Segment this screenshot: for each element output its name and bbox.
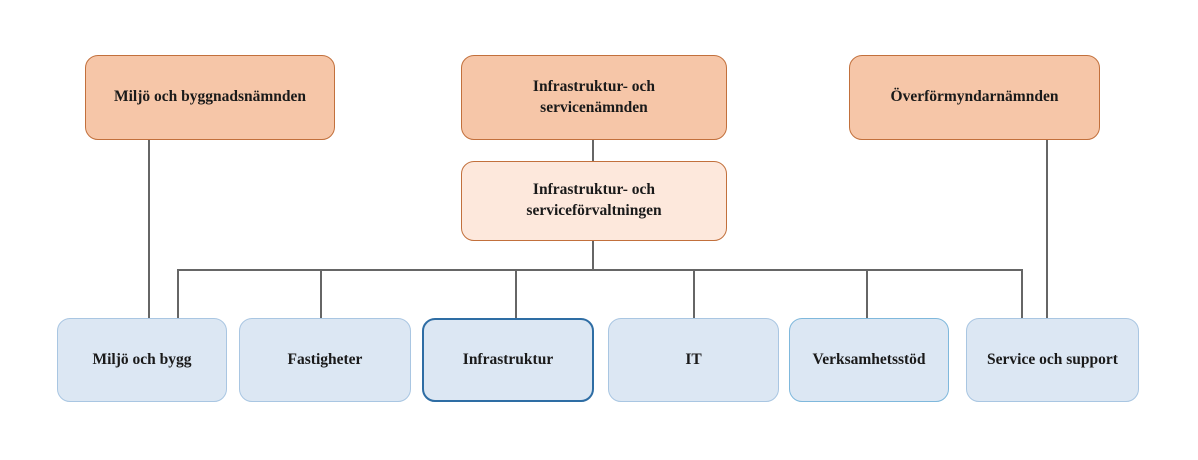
connector-miljonamnd-to-miljobygg <box>148 139 151 319</box>
node-miljo-och-byggnadsnamnden[interactable]: Miljö och byggnadsnämnden <box>85 55 335 140</box>
connector-bus-to-service-support <box>1021 269 1024 319</box>
node-label: IT <box>685 350 702 368</box>
connector-servicenamnd-to-forvaltning <box>592 139 595 161</box>
connector-horizontal-bus <box>177 269 1023 272</box>
connector-forvaltning-to-bus <box>592 240 595 271</box>
node-it[interactable]: IT <box>608 318 779 402</box>
node-label: Infrastruktur <box>462 350 554 368</box>
connector-bus-to-miljobygg <box>177 269 180 319</box>
node-miljo-och-bygg[interactable]: Miljö och bygg <box>57 318 227 402</box>
node-label: Miljö och byggnadsnämnden <box>113 88 307 106</box>
node-overformyndarnamnden[interactable]: Överförmyndarnämnden <box>849 55 1100 140</box>
node-label: Infrastruktur- och servicenämnden <box>532 77 656 116</box>
node-label: Verksamhetsstöd <box>812 350 926 368</box>
node-label: Service och support <box>987 350 1118 368</box>
connector-bus-to-infrastruktur <box>515 269 518 319</box>
node-fastigheter[interactable]: Fastigheter <box>239 318 411 402</box>
node-infrastruktur-och-servicenamnden[interactable]: Infrastruktur- och servicenämnden <box>461 55 727 140</box>
connector-overformyndarnamnd-to-service-support <box>1046 139 1049 319</box>
node-label: Överförmyndarnämnden <box>890 88 1059 106</box>
node-label: Miljö och bygg <box>92 350 192 368</box>
node-infrastruktur[interactable]: Infrastruktur <box>422 318 594 402</box>
node-service-och-support[interactable]: Service och support <box>966 318 1139 402</box>
connector-bus-to-fastigheter <box>320 269 323 319</box>
node-infrastruktur-och-serviceforvaltningen[interactable]: Infrastruktur- och serviceförvaltningen <box>461 161 727 241</box>
node-verksamhetsstod[interactable]: Verksamhetsstöd <box>789 318 949 402</box>
connector-bus-to-verksamhetsstod <box>866 269 869 319</box>
node-label: Infrastruktur- och serviceförvaltningen <box>526 181 662 219</box>
connector-bus-to-it <box>693 269 696 319</box>
node-label: Fastigheter <box>287 350 363 368</box>
